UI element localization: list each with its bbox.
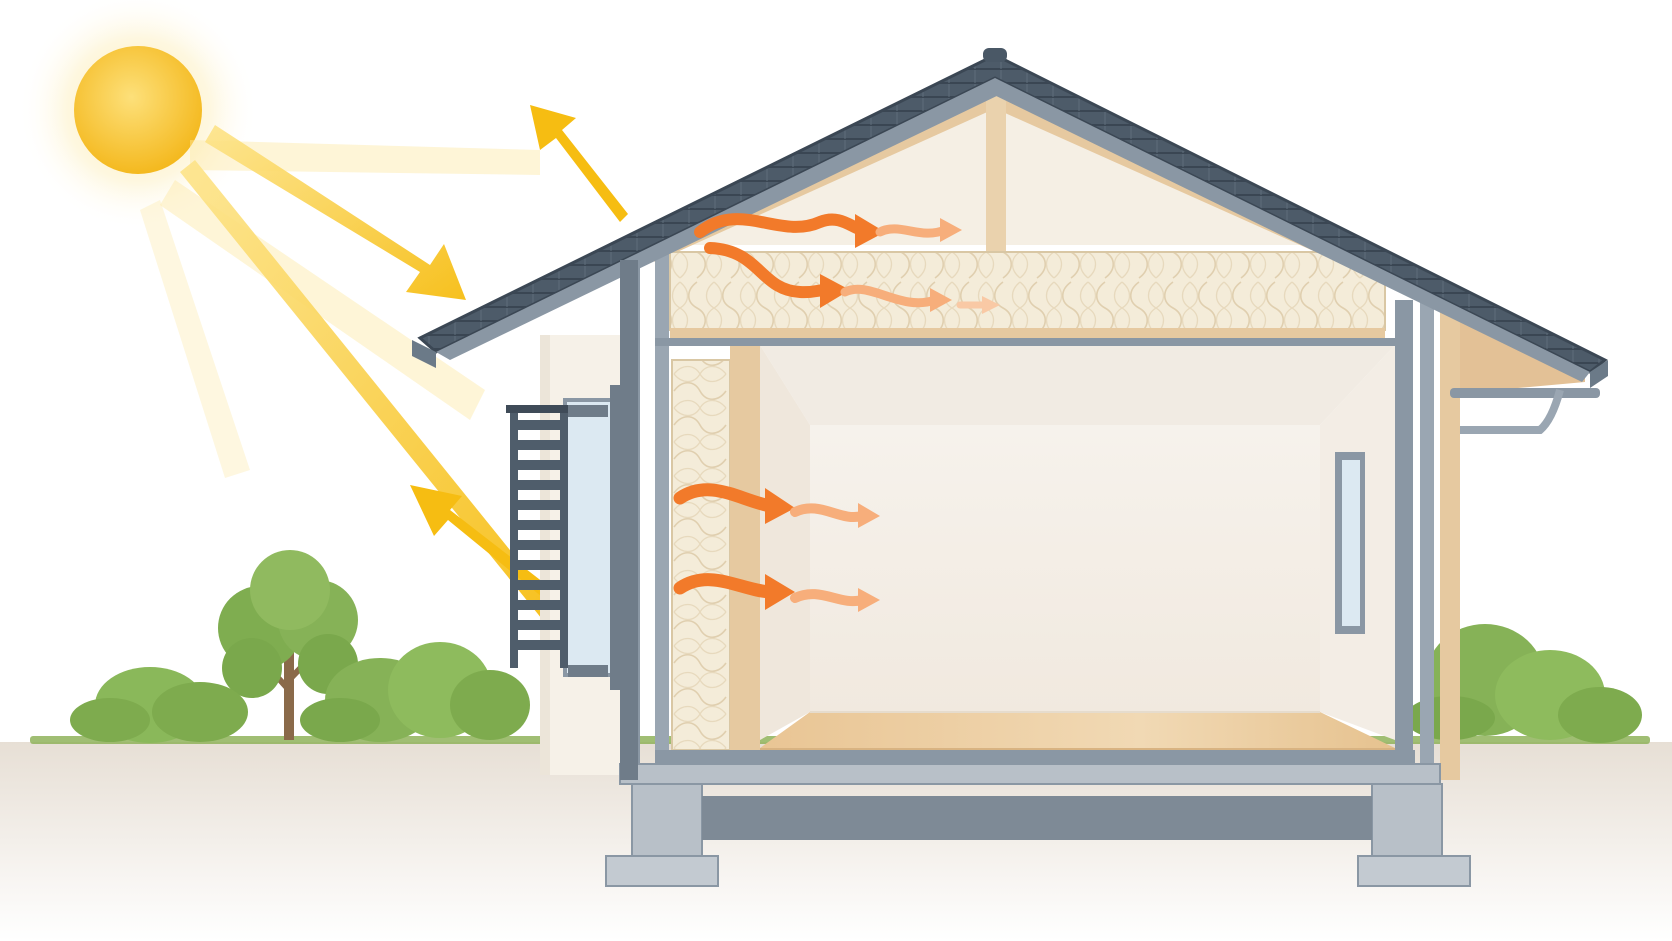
shrub-icon (70, 642, 530, 743)
left-window (563, 385, 624, 690)
louver-slat (512, 480, 568, 490)
right-timber (1440, 300, 1460, 780)
louver-slat (512, 500, 568, 510)
heat-flow-wall-lower (673, 573, 880, 612)
louver-slat (512, 640, 568, 650)
louver-slat (512, 540, 568, 550)
external-louver-shade-icon (506, 405, 608, 677)
foundation (605, 763, 1471, 887)
incoming-ray-louvers (180, 160, 560, 624)
reflected-ray-arrow-icon (410, 105, 628, 610)
louver-slat (512, 580, 568, 590)
louver-slat (512, 420, 568, 430)
heat-flow-wall-upper (673, 483, 880, 528)
louver-slat (512, 440, 568, 450)
left-post-inner (655, 250, 669, 770)
incoming-ray-roof (205, 125, 466, 300)
louver-slat (512, 460, 568, 470)
room-left-wall (760, 345, 810, 740)
trees-left (70, 550, 530, 743)
louver-slat (512, 620, 568, 630)
floor-beam (655, 750, 1415, 764)
wall-insulation (671, 359, 731, 751)
downpipe (1460, 388, 1564, 434)
room-ceiling (760, 345, 1395, 425)
room-back-wall (810, 425, 1320, 712)
louver-slat (512, 560, 568, 570)
heat-flow-arrow-icon (673, 213, 1000, 612)
heat-flow-attic-lower (704, 242, 1000, 314)
room-floor (760, 712, 1395, 748)
louver-slat (512, 520, 568, 530)
side-window (1335, 452, 1365, 634)
reflected-ray-roof (530, 105, 628, 222)
reflected-ray-louvers (410, 485, 566, 610)
wall-stud (730, 345, 760, 750)
ridge-cap (983, 48, 1007, 62)
sunlight-ray-icon (140, 125, 560, 624)
king-post (986, 92, 1006, 252)
louver-slat (512, 600, 568, 610)
right-post (1395, 300, 1413, 780)
house-cross-section-icon (412, 48, 1608, 887)
heat-flow-attic-upper (694, 213, 962, 248)
tree-icon (218, 550, 358, 740)
